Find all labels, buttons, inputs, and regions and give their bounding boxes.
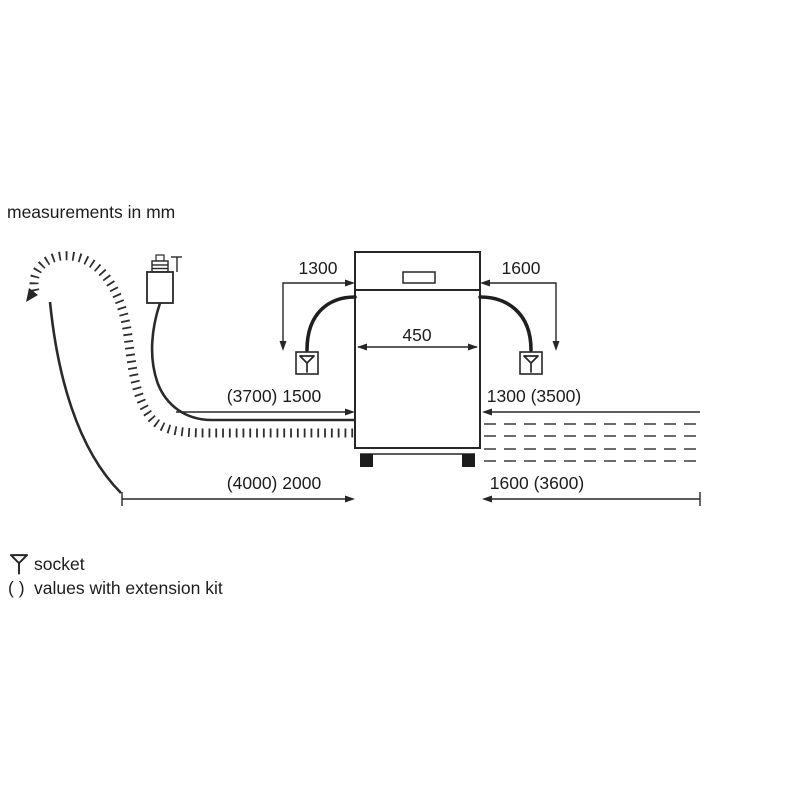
inlet-right-label: 1300 (3500) bbox=[487, 386, 581, 406]
dimension-appliance-width: 450 bbox=[357, 325, 478, 351]
dimension-power-left: 1300 bbox=[279, 258, 357, 375]
dimension-power-right: 1600 bbox=[478, 258, 560, 375]
arrow-down-icon bbox=[279, 341, 287, 351]
arrow-left-icon bbox=[357, 343, 367, 351]
tap-connector bbox=[151, 260, 169, 273]
power-right-dim-line bbox=[489, 282, 557, 342]
power-left-label: 1300 bbox=[299, 258, 338, 278]
power-left-dim-line bbox=[282, 282, 346, 342]
dishwasher-foot-right bbox=[462, 454, 475, 467]
arrow-right-icon bbox=[345, 408, 355, 416]
arrow-right-icon bbox=[345, 279, 355, 287]
arrow-down-icon bbox=[552, 341, 560, 351]
legend: socket ( ) values with extension kit bbox=[8, 554, 223, 598]
arrow-left-icon bbox=[480, 279, 490, 287]
hose-continuations-right bbox=[484, 423, 698, 462]
dimension-inlet-left: (3700) 1500 bbox=[176, 386, 355, 416]
dimension-drain-left: (4000) 2000 bbox=[121, 473, 355, 506]
legend-extension-label: values with extension kit bbox=[34, 578, 223, 598]
dimension-inlet-right: 1300 (3500) bbox=[482, 386, 700, 416]
power-cable-right bbox=[478, 295, 533, 352]
dishwasher-foot-left bbox=[360, 454, 373, 467]
inlet-left-label: (3700) 1500 bbox=[227, 386, 322, 406]
socket-icon bbox=[9, 554, 29, 575]
inlet-valve-assembly bbox=[146, 254, 182, 304]
dimension-drain-right: 1600 (3600) bbox=[482, 473, 701, 506]
drain-right-label: 1600 (3600) bbox=[490, 473, 584, 493]
power-right-label: 1600 bbox=[502, 258, 541, 278]
dishwasher-control-panel bbox=[402, 271, 436, 284]
legend-extension-symbol: ( ) bbox=[8, 578, 25, 598]
page-title: measurements in mm bbox=[7, 202, 175, 222]
label-backing bbox=[399, 327, 436, 344]
legend-socket-label: socket bbox=[34, 554, 85, 574]
dishwasher bbox=[354, 251, 481, 467]
arrow-right-icon bbox=[345, 495, 355, 503]
inlet-hose bbox=[150, 302, 354, 422]
tap-cap bbox=[155, 254, 165, 262]
width-dim-label: 450 bbox=[402, 325, 431, 345]
drain-left-label: (4000) 2000 bbox=[227, 473, 322, 493]
power-cable-left bbox=[305, 295, 357, 352]
arrow-right-icon bbox=[468, 343, 478, 351]
drain-hose-lower-run bbox=[48, 301, 122, 494]
hose-end-arrow-icon bbox=[26, 288, 38, 302]
dishwasher-body bbox=[354, 251, 481, 449]
aquastop-box bbox=[146, 271, 174, 304]
drain-hose-corrugated bbox=[29, 251, 354, 438]
arrow-left-icon bbox=[482, 495, 492, 503]
arrow-left-icon bbox=[482, 408, 492, 416]
